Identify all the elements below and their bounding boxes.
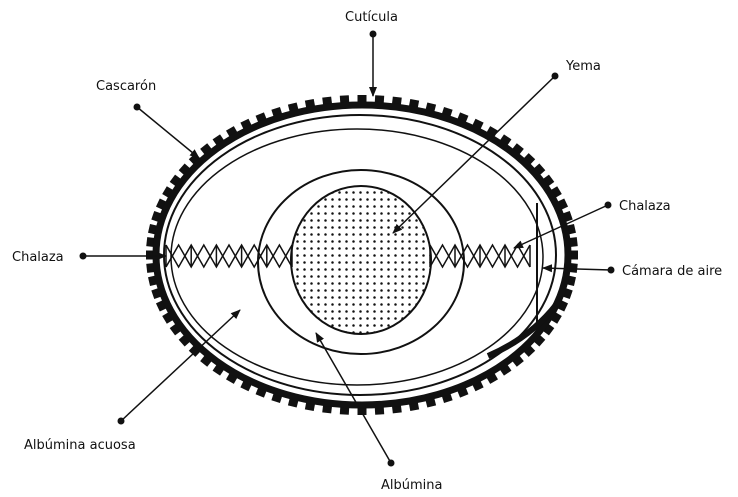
- label-yema: Yema: [565, 59, 601, 74]
- label-chalaza-left: Chalaza: [12, 250, 64, 265]
- leader-dot-cuticula: [370, 31, 377, 38]
- chalaza-strand: [166, 245, 292, 267]
- leader-cascaron: [137, 107, 199, 158]
- leader-yema: [393, 76, 555, 233]
- leader-dot-albumina: [388, 460, 395, 467]
- chalaza-left-cord: [166, 245, 292, 267]
- label-albumina-acuosa: Albúmina acuosa: [24, 438, 136, 453]
- leader-dot-yema: [552, 73, 559, 80]
- label-cuticula: Cutícula: [345, 10, 398, 25]
- leader-dot-camara-de-aire: [608, 267, 615, 274]
- leader-dot-chalaza-right: [605, 202, 612, 209]
- label-camara-de-aire: Cámara de aire: [622, 264, 722, 279]
- leader-camara-de-aire: [543, 268, 611, 270]
- yolk-yema: [291, 186, 431, 334]
- label-chalaza-right: Chalaza: [619, 199, 671, 214]
- leader-dot-cascaron: [134, 104, 141, 111]
- leader-dot-albumina-acuosa: [118, 418, 125, 425]
- leader-dot-chalaza-left: [80, 253, 87, 260]
- label-albumina: Albúmina: [381, 478, 442, 493]
- label-cascaron: Cascarón: [96, 79, 156, 94]
